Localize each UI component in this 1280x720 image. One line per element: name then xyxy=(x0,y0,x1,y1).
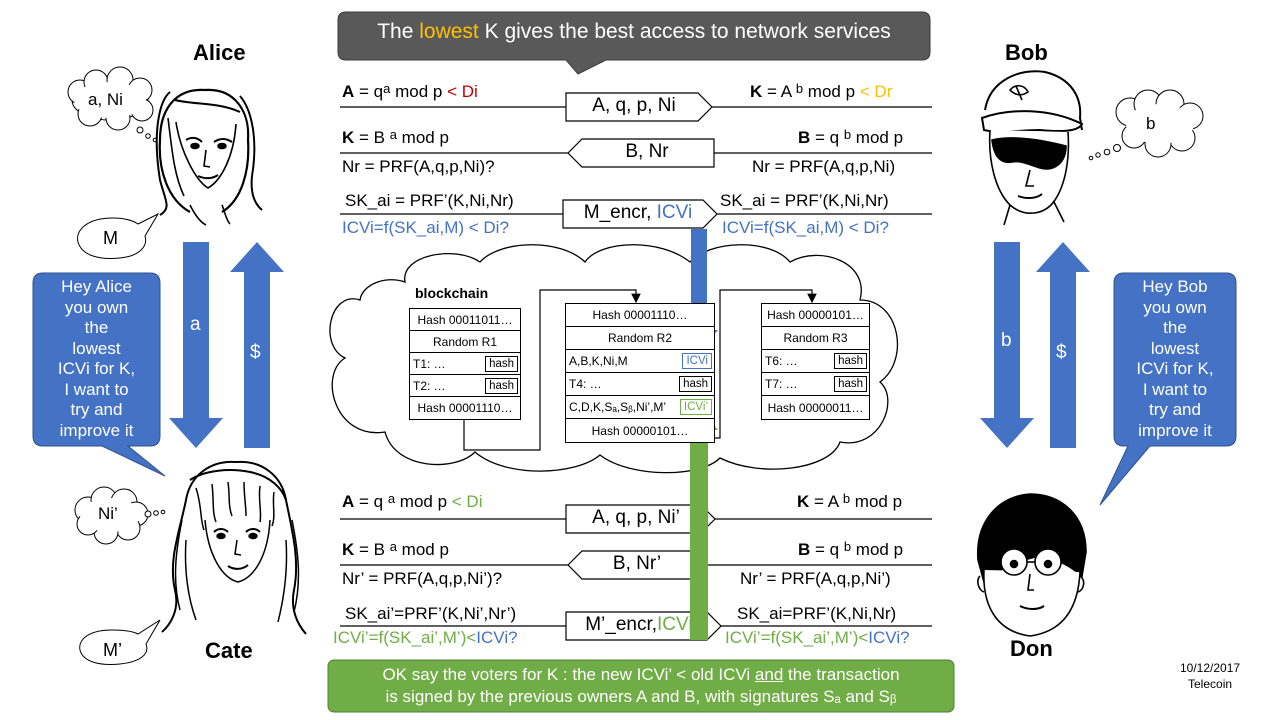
arrow-label-a: a xyxy=(190,314,201,335)
speech-m-alice xyxy=(76,212,160,259)
speech-bob-text: Hey Bob you own the lowest ICVi for K, I… xyxy=(1136,277,1214,440)
msg-box-m-encr-prime xyxy=(565,611,722,641)
footer-line2: is signed by the previous owners A and B… xyxy=(385,687,897,706)
name-don: Don xyxy=(1010,636,1053,661)
block1-tx2: T2: …hash xyxy=(410,375,520,397)
name-cate: Cate xyxy=(205,638,253,663)
bottom-box1-label: A, q, p, Ni’ xyxy=(592,507,680,528)
bottom-eq-b-right: B = q b mod p xyxy=(798,539,904,559)
bottom-eq-a-left: A = q a mod p < Di xyxy=(342,491,483,511)
block-1: Hash 00011011… Random R1 T1: …hash T2: …… xyxy=(409,308,521,420)
bottom-box3-label: M’_encr,ICVi’ xyxy=(585,614,697,635)
arrow-green-up xyxy=(680,408,718,640)
thought-alice-text: a, Ni xyxy=(88,90,123,109)
block3-tx6: T6: …hash xyxy=(762,350,869,373)
bottom-nr-right: Nr’ = PRF(A,q,p,Ni’) xyxy=(740,569,891,588)
title-after: K gives the best access to network servi… xyxy=(478,20,891,43)
top-sk-left: SK_ai = PRF’(K,Ni,Nr) xyxy=(345,191,514,210)
speech-alice-msg: M xyxy=(103,228,118,248)
arrow-alice-down xyxy=(169,242,223,448)
name-alice: Alice xyxy=(193,40,246,65)
footer-line1: OK say the voters for K : the new ICVi’ … xyxy=(382,665,900,684)
don-portrait xyxy=(977,493,1087,637)
thought-cate-text: Ni’ xyxy=(98,504,118,523)
thought-bob-text: b xyxy=(1146,114,1156,133)
top-eq-b-right: B = q b mod p xyxy=(798,127,904,147)
block1-hash-top: Hash 00011011… xyxy=(410,309,520,331)
bottom-sk-left: SK_ai’=PRF’(K,Ni’,Nr’) xyxy=(345,604,517,623)
alice-portrait xyxy=(155,88,263,226)
bottom-eq-k-right: K = A b mod p xyxy=(797,491,903,511)
top-eq-a-left: A = qa mod p < Di xyxy=(342,81,478,101)
block1-tx1: T1: …hash xyxy=(410,353,520,375)
bottom-eq-k-left: K = B a mod p xyxy=(342,539,449,559)
bottom-box2-label: B, Nr’ xyxy=(612,553,662,574)
block2-random: Random R2 xyxy=(566,327,714,350)
bottom-icv-right: ICVi’=f(SK_ai’,M’)<ICVi? xyxy=(725,628,910,647)
arrow-label-b: b xyxy=(1001,330,1012,351)
title-callout xyxy=(337,11,931,75)
name-bob: Bob xyxy=(1005,40,1048,65)
block2-tx-cd: C,D,K,Sₐ,Sᵦ,Ni’,M’ICVi’ xyxy=(566,396,714,419)
title-before: The xyxy=(377,20,420,43)
block-3: Hash 00000101… Random R3 T6: …hash T7: …… xyxy=(761,303,870,420)
thought-cloud-cate xyxy=(74,486,166,545)
block3-tx7: T7: …hash xyxy=(762,373,869,396)
title: The lowest K gives the best access to ne… xyxy=(338,20,930,44)
top-eq-k-left: K = B a mod p xyxy=(342,127,449,147)
top-box3-label: M_encr, ICVi xyxy=(583,202,693,223)
speech-m-cate xyxy=(79,619,161,665)
arrow-alice-up xyxy=(230,242,284,448)
top-nr-right: Nr = PRF(A,q,p,Ni) xyxy=(752,157,896,176)
block3-random: Random R3 xyxy=(762,327,869,350)
thought-cloud-bob xyxy=(1088,89,1204,161)
top-box2-label: B, Nr xyxy=(625,141,669,162)
block1-hash-bottom: Hash 00001110… xyxy=(417,401,513,415)
bottom-nr-left: Nr’ = PRF(A,q,p,Ni’)? xyxy=(342,569,503,588)
bob-portrait xyxy=(980,70,1084,226)
speech-cate-msg: M’ xyxy=(103,640,122,660)
thought-cloud-alice xyxy=(67,66,158,143)
arrow-bob-up xyxy=(1036,242,1090,448)
block3-hash-bottom: Hash 00000011… xyxy=(767,400,864,415)
blockchain-label: blockchain xyxy=(415,285,489,301)
footer-text: OK say the voters for K : the new ICVi’ … xyxy=(328,664,954,708)
arrow-label-dollar-alice: $ xyxy=(250,342,261,363)
top-icv-right: ICVi=f(SK_ai,M) < Di? xyxy=(722,218,889,237)
top-sk-right: SK_ai = PRF’(K,Ni,Nr) xyxy=(720,191,889,210)
arrow-blue-down xyxy=(680,229,718,352)
block2-tx4: T4: …hash xyxy=(566,373,714,396)
top-nr-left: Nr = PRF(A,q,p,Ni)? xyxy=(342,157,495,176)
cate-portrait xyxy=(161,460,307,635)
msg-box-m-encr xyxy=(562,199,718,229)
speech-alice-text: Hey Alice you own the lowest ICVi for K,… xyxy=(57,277,136,440)
arrow-label-dollar-bob: $ xyxy=(1056,342,1067,363)
block3-hash-top: Hash 00000101… xyxy=(762,304,869,327)
footer-box xyxy=(327,659,955,713)
top-icv-left: ICVi=f(SK_ai,M) < Di? xyxy=(342,218,509,237)
top-box1-label: A, q, p, Ni xyxy=(592,95,676,116)
bottom-sk-right: SK_ai=PRF’(K,Ni,Nr) xyxy=(737,604,897,623)
title-highlight: lowest xyxy=(419,20,479,43)
block1-random: Random R1 xyxy=(410,331,520,353)
arrow-bob-down xyxy=(980,242,1034,448)
top-eq-k-right: K = A b mod p < Dr xyxy=(750,81,893,101)
msg-box-b-nr xyxy=(567,138,715,168)
block2-hash-top: Hash 00001110… xyxy=(566,304,714,327)
speech-bubble-alice xyxy=(32,272,166,477)
date-stamp: 10/12/2017 xyxy=(1180,661,1241,675)
speech-bubble-bob xyxy=(1099,272,1237,506)
msg-box-a-q-p-ni xyxy=(565,92,713,122)
org-stamp: Telecoin xyxy=(1188,677,1233,691)
block2-hash-bottom: Hash 00000101… xyxy=(591,423,689,438)
bottom-icv-left: ICVi’=f(SK_ai’,M’)<ICVi? xyxy=(333,628,518,647)
